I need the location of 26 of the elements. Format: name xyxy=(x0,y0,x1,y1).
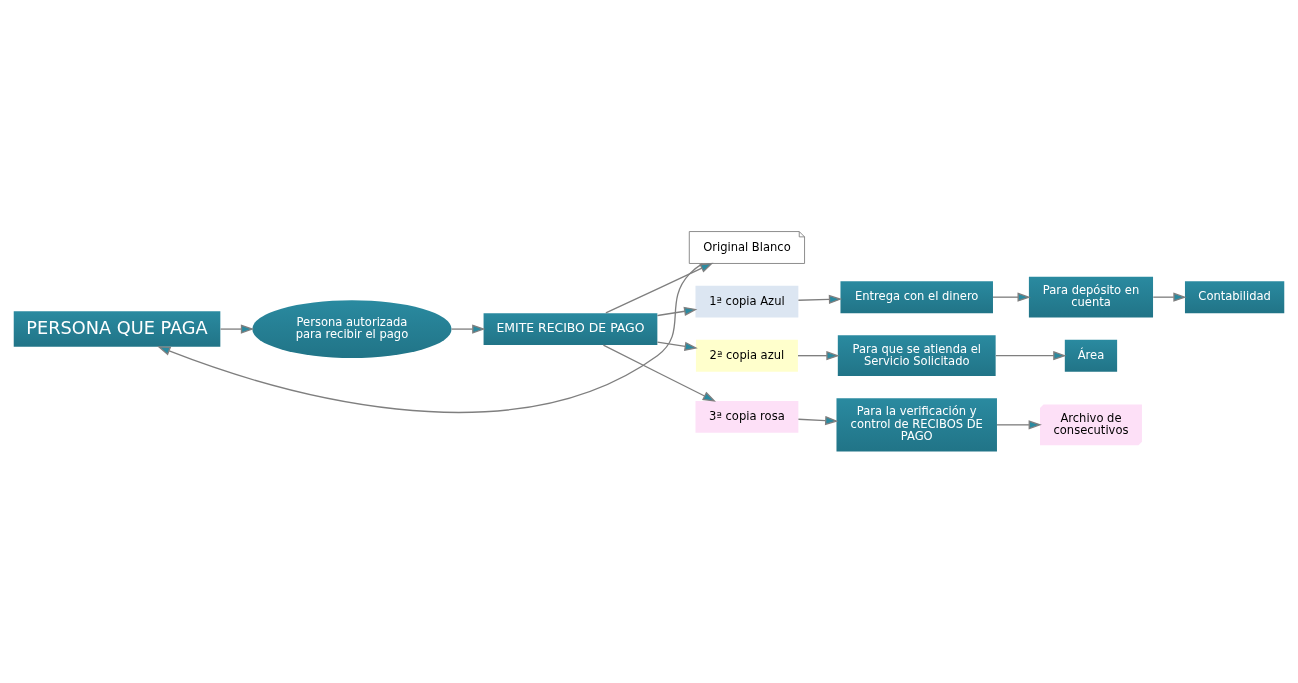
arrow xyxy=(1152,292,1187,302)
node-box: EMITE RECIBO DE PAGO xyxy=(483,313,658,346)
arrow xyxy=(602,344,716,402)
arrow xyxy=(157,262,704,413)
node-box: PERSONA QUE PAGA xyxy=(13,311,221,347)
arrow xyxy=(451,324,486,334)
arrow xyxy=(219,324,255,334)
node-ellipse: Persona autorizada para recibir el pago xyxy=(252,300,452,358)
node-box: Área xyxy=(1064,339,1118,372)
arrow xyxy=(656,341,698,351)
arrow xyxy=(656,306,698,317)
node-box: Contabilidad xyxy=(1184,281,1285,314)
arrow xyxy=(797,415,839,426)
node-box: Para depósito en cuenta xyxy=(1028,276,1154,318)
node-box: Para que se atienda el Servicio Solicitado xyxy=(837,335,996,377)
arrow xyxy=(797,294,843,305)
node-box: 1ª copia Azul xyxy=(695,285,799,318)
arrow xyxy=(605,262,714,314)
node-box: 3ª copia rosa xyxy=(695,400,799,433)
node-box: Entrega con el dinero xyxy=(840,281,993,314)
arrow xyxy=(797,351,840,361)
node-box: Para la verificación y control de RECIBOS DE PAGO xyxy=(836,398,997,452)
arrow xyxy=(996,420,1042,430)
arrow xyxy=(992,292,1031,302)
node-box: 2ª copia azul xyxy=(695,339,798,372)
arrow xyxy=(995,351,1067,361)
